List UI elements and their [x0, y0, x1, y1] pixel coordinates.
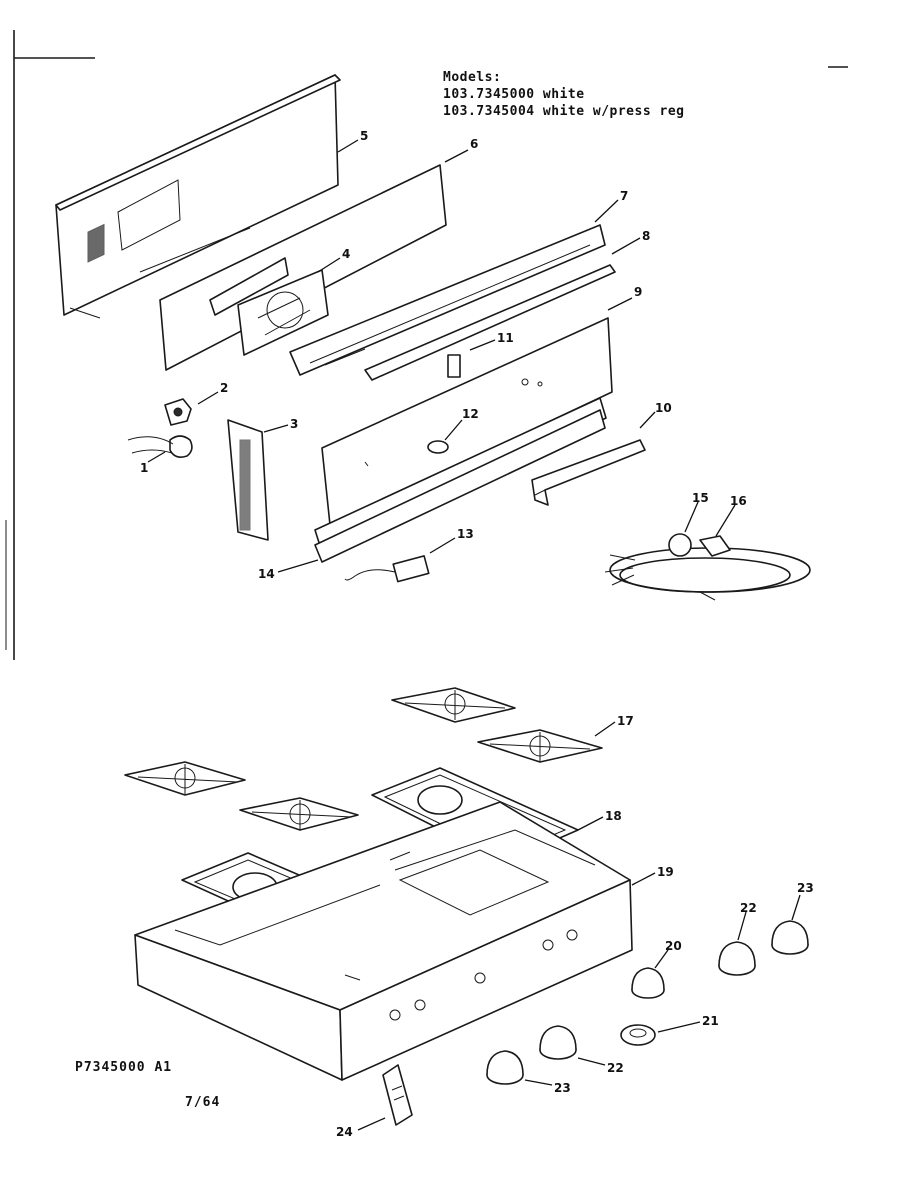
callout-4: 4 [342, 247, 350, 261]
callout-23-lower: 23 [554, 1081, 571, 1095]
callout-16: 16 [730, 494, 747, 508]
diagram-code: P7345000 A1 [75, 1060, 173, 1075]
part-4-clock-timer [209, 257, 329, 356]
part-11-bracket [447, 354, 461, 378]
callout-9: 9 [634, 285, 642, 299]
callout-18: 18 [605, 809, 622, 823]
callout-7: 7 [620, 189, 628, 203]
callout-20: 20 [665, 939, 682, 953]
callout-2: 2 [220, 381, 228, 395]
part-6-control-panel [159, 164, 447, 371]
grate-4 [239, 797, 359, 831]
part-1-switch [127, 435, 193, 458]
part-2-lamp-holder [164, 398, 192, 426]
callout-17: 17 [617, 714, 634, 728]
grate-3 [124, 761, 246, 796]
part-17-burner-grates [124, 687, 603, 831]
part-15-16-wiring [604, 533, 811, 601]
part-8-trim-strip [364, 264, 616, 381]
part-21-bezel [620, 1024, 656, 1046]
callout-14: 14 [258, 567, 275, 581]
callout-numbers: 5 6 7 8 9 4 11 2 3 1 12 10 13 14 15 16 1… [140, 129, 814, 1139]
model-line-2: 103.7345004 white w/press reg [443, 104, 685, 119]
callout-24: 24 [336, 1125, 353, 1139]
part-5-backguard [55, 74, 341, 319]
callout-22-lower: 22 [607, 1061, 624, 1075]
callout-3: 3 [290, 417, 298, 431]
callout-22-right: 22 [740, 901, 757, 915]
diagram-date: 7/64 [185, 1095, 221, 1110]
callout-5: 5 [360, 129, 368, 143]
part-9-front-panel [321, 317, 613, 526]
part-23-knob-right [771, 920, 809, 955]
model-line-1: 103.7345000 white [443, 87, 585, 102]
part-22-knob-right [718, 941, 756, 976]
callout-11: 11 [497, 331, 514, 345]
part-13-terminal-block [344, 555, 430, 583]
part-19-main-top [134, 801, 633, 1081]
part-3-side-bracket [227, 419, 269, 541]
part-22-knob-lower [539, 1025, 577, 1060]
part-24-tag [382, 1064, 413, 1126]
callout-13: 13 [457, 527, 474, 541]
models-label: Models: [443, 70, 502, 85]
callout-23-right: 23 [797, 881, 814, 895]
grate-2 [477, 729, 603, 763]
callout-12: 12 [462, 407, 479, 421]
callout-1: 1 [140, 461, 148, 475]
part-10-handle [531, 439, 646, 506]
part-7-front-trim [289, 224, 606, 376]
callout-19: 19 [657, 865, 674, 879]
callout-8: 8 [642, 229, 650, 243]
callout-6: 6 [470, 137, 478, 151]
callout-10: 10 [655, 401, 672, 415]
part-23-knob-lower [486, 1050, 524, 1085]
part-14-lower-rail [314, 397, 607, 563]
callout-15: 15 [692, 491, 709, 505]
leader-lines [147, 139, 801, 1131]
part-20-knob [631, 967, 665, 999]
frame-marks [5, 30, 848, 660]
part-12-grommet [427, 440, 449, 454]
callout-21: 21 [702, 1014, 719, 1028]
grate-1 [391, 687, 516, 723]
